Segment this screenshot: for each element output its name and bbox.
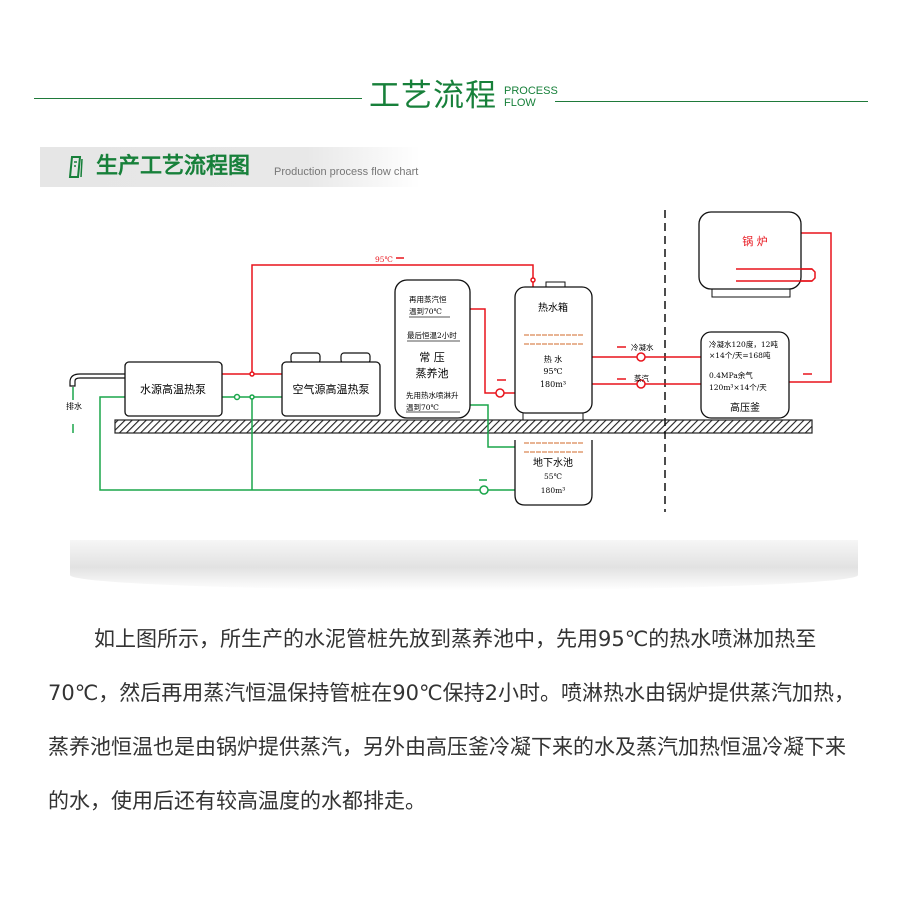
boiler: 锅 炉 — [698, 211, 812, 298]
title-en-line2: FLOW — [504, 97, 536, 109]
header-line-right — [555, 101, 868, 102]
autoclave-line2: ×14个/天=168吨 — [709, 350, 771, 360]
autoclave-line3: 0.4MPa余气 — [709, 370, 753, 380]
curing-pool: 再用蒸汽恒 温到70℃ 最后恒温2小时 常 压 蒸养池 先用热水喷淋升 温到70… — [394, 279, 471, 419]
cold-valves — [233, 393, 489, 495]
underground-pool-volume: 180m³ — [541, 486, 565, 495]
steam-label: 蒸汽 — [634, 373, 649, 383]
pool-note3-line2: 温到70℃ — [406, 403, 439, 412]
document-icon — [68, 156, 83, 178]
air-source-heat-pump: 空气源高温热泵 — [281, 352, 381, 417]
pool-name-line2: 蒸养池 — [416, 366, 449, 380]
autoclave-name: 高压釜 — [730, 401, 760, 414]
water-source-pump-label: 水源高温热泵 — [140, 382, 206, 396]
header-line-left — [34, 98, 362, 99]
section-subtitle: Production process flow chart — [274, 166, 419, 178]
process-flow-diagram: 排水 水源高温热泵 空气源高温热泵 再用蒸汽恒 温到70℃ 最后恒温2小时 常 … — [66, 210, 858, 540]
autoclave: 冷凝水120度，12吨 ×14个/天=168吨 0.4MPa余气 120m³×1… — [700, 331, 790, 419]
pool-note1-line1: 再用蒸汽恒 — [409, 294, 447, 304]
diagram-bg — [70, 505, 858, 540]
condensate-label: 冷凝水 — [631, 342, 654, 352]
autoclave-line4: 120m³×14个/天 — [709, 383, 767, 392]
diagram-shadow — [70, 540, 858, 590]
underground-pool-name: 地下水池 — [533, 456, 573, 469]
hot-pipes — [222, 232, 832, 394]
pool-note3-line1: 先用热水喷淋升 — [406, 390, 459, 400]
section-title: 生产工艺流程图 — [96, 154, 251, 179]
page-title-en: PROCESS FLOW — [504, 85, 558, 109]
underground-pool-temp: 55℃ — [544, 472, 562, 481]
ground-bar — [114, 419, 813, 434]
title-en-line1: PROCESS — [504, 85, 558, 97]
pool-name-line1: 常 压 — [419, 351, 445, 364]
description-paragraph: 如上图所示，所生产的水泥管桩先放到蒸养池中，先用95℃的热水喷淋加热至70℃，然… — [48, 627, 855, 813]
air-source-pump-label: 空气源高温热泵 — [293, 382, 370, 396]
drain-label: 排水 — [66, 401, 82, 411]
underground-pool: 地下水池 55℃ 180m³ — [514, 440, 593, 506]
tank-content: 热 水 — [544, 354, 563, 364]
pool-note2: 最后恒温2小时 — [407, 330, 457, 340]
tank-temp: 95℃ — [543, 367, 562, 376]
water-source-heat-pump: 水源高温热泵 — [124, 361, 223, 417]
hot-water-tank: 热水箱 热 水 95℃ 180m³ — [514, 281, 593, 421]
autoclave-line1: 冷凝水120度，12吨 — [709, 339, 778, 349]
tank-volume: 180m³ — [540, 380, 566, 389]
pool-note1-line2: 温到70℃ — [409, 307, 442, 316]
boiler-label: 锅 炉 — [742, 235, 768, 248]
drain-pipe — [69, 373, 125, 387]
section-header: 生产工艺流程图 Production process flow chart — [40, 147, 420, 187]
cold-pipes — [72, 387, 515, 491]
top-pipe-label: 95℃ — [375, 255, 393, 264]
page-title: 工艺流程 — [369, 78, 497, 114]
tank-name: 热水箱 — [538, 301, 568, 314]
hot-valves — [249, 277, 646, 398]
